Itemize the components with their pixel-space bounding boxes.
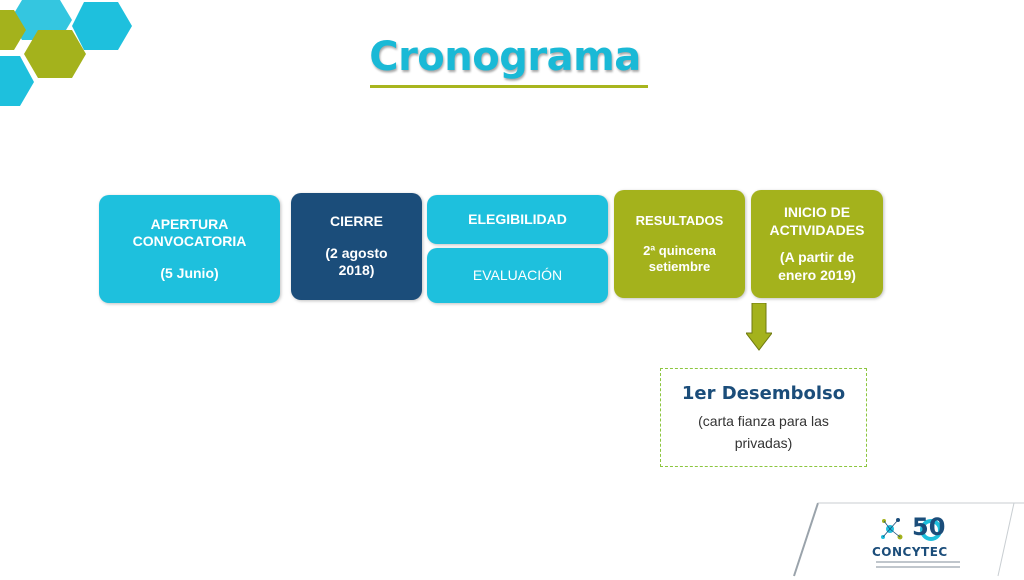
- stage-elegibilidad: ELEGIBILIDAD: [427, 195, 608, 244]
- logo-fine-print-2: [876, 566, 960, 568]
- logo-number: 50: [912, 513, 946, 541]
- stage-evaluacion: EVALUACIÓN: [427, 248, 608, 303]
- evaluacion-label: EVALUACIÓN: [472, 266, 563, 283]
- cierre-detail2: 2018): [338, 262, 375, 279]
- apertura-line2: CONVOCATORIA: [132, 233, 247, 250]
- stage-resultados: RESULTADOS 2ª quincena setiembre: [614, 190, 745, 298]
- desembolso-sub1: (carta fianza para las: [698, 413, 829, 429]
- apertura-detail: (5 Junio): [160, 264, 219, 281]
- stage-inicio-actividades: INICIO DE ACTIVIDADES (A partir de enero…: [751, 190, 883, 298]
- desembolso-sub2: privadas): [734, 435, 793, 451]
- hexagon-decoration: [0, 0, 132, 106]
- stage-cierre: CIERRE (2 agosto 2018): [291, 193, 422, 300]
- inicio-line1: INICIO DE: [783, 204, 851, 220]
- resultados-detail1: 2ª quincena: [643, 242, 716, 258]
- page-title: Cronograma: [369, 34, 641, 80]
- concytec-logo-icon: [881, 518, 942, 541]
- resultados-detail2: setiembre: [648, 259, 711, 275]
- logo-fine-print: [876, 561, 960, 563]
- cierre-line1: CIERRE: [330, 213, 383, 230]
- desembolso-box: 1er Desembolso (carta fianza para las pr…: [660, 368, 867, 467]
- title-underline: [370, 85, 648, 88]
- apertura-line1: APERTURA: [150, 215, 229, 232]
- inicio-detail1: (A partir de: [779, 249, 855, 265]
- cierre-detail1: (2 agosto: [325, 244, 388, 261]
- corner-divider: [793, 502, 1024, 577]
- resultados-line1: RESULTADOS: [635, 212, 724, 228]
- inicio-line2: ACTIVIDADES: [769, 221, 865, 238]
- desembolso-title: 1er Desembolso: [681, 383, 846, 404]
- inicio-detail2: enero 2019): [778, 266, 856, 283]
- elegibilidad-label: ELEGIBILIDAD: [468, 210, 567, 227]
- stage-apertura: APERTURA CONVOCATORIA (5 Junio): [99, 195, 280, 303]
- logo-name: CONCYTEC: [872, 545, 948, 559]
- down-arrow-icon: [746, 303, 772, 351]
